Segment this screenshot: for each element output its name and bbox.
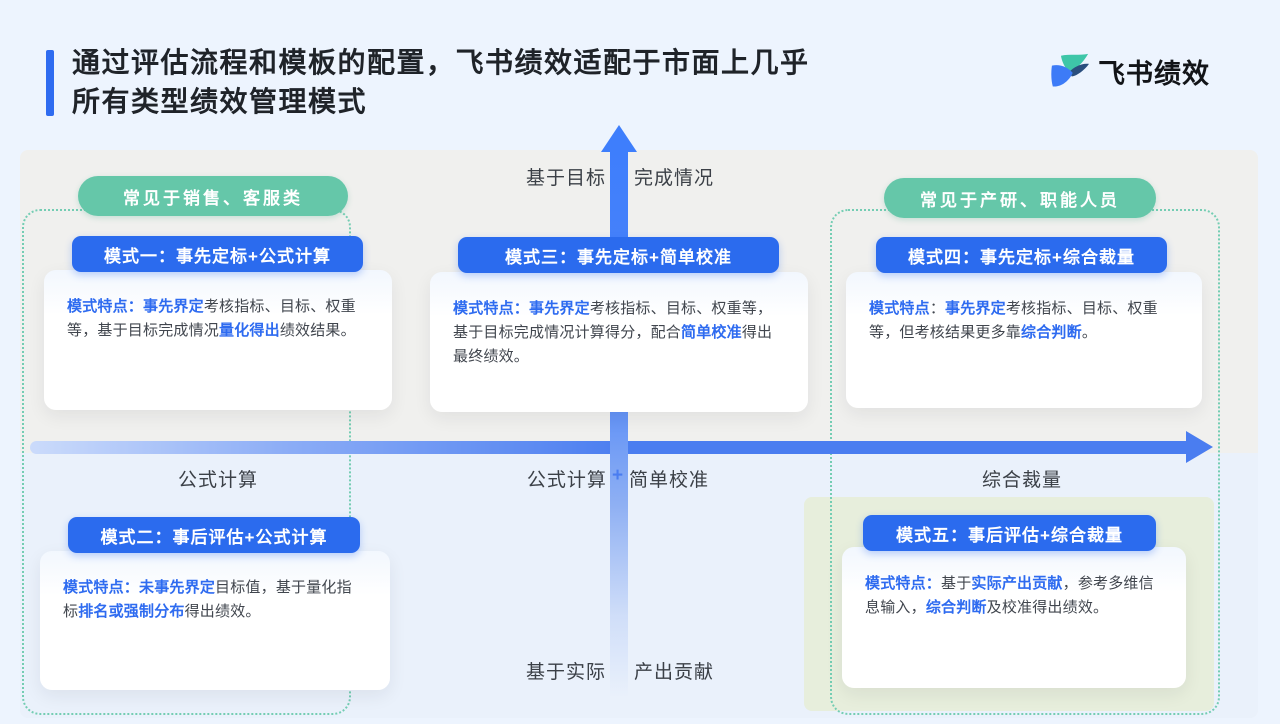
- x-axis-mid-part-a: 公式计算: [526, 470, 607, 491]
- x-axis-label-middle: 公式计算+简单校准: [498, 465, 738, 492]
- mode4-header: 模式四：事先定标+综合裁量: [876, 237, 1167, 273]
- title-line-2: 所有类型绩效管理模式: [72, 86, 368, 117]
- brand-logo-text: 飞书绩效: [1098, 59, 1210, 89]
- x-axis-label-left: 公式计算: [177, 470, 258, 491]
- page-title: 通过评估流程和模板的配置，飞书绩效适配于市面上几乎所有类型绩效管理模式: [72, 43, 810, 121]
- mode3-description: 模式特点：事先界定考核指标、目标、权重等，基于目标完成情况计算得分，配合简单校准…: [453, 300, 773, 365]
- mode3-card: 模式特点：事先界定考核指标、目标、权重等，基于目标完成情况计算得分，配合简单校准…: [430, 272, 808, 412]
- title-line-1: 通过评估流程和模板的配置，飞书绩效适配于市面上几乎: [72, 47, 810, 78]
- brand-logo: 飞书绩效: [1050, 52, 1210, 91]
- x-axis-arrowhead: [1186, 431, 1213, 463]
- x-axis-arrow: [30, 441, 1188, 454]
- feishu-logo-icon: [1051, 53, 1089, 87]
- y-axis-arrowhead: [601, 125, 637, 152]
- mode1-header: 模式一：事先定标+公式计算: [72, 236, 363, 272]
- mode4-card: 模式特点：事先界定考核指标、目标、权重等，但考核结果更多靠综合判断。: [846, 272, 1202, 408]
- mode3-header: 模式三：事先定标+简单校准: [458, 237, 779, 273]
- mode5-header: 模式五：事后评估+综合裁量: [863, 515, 1156, 551]
- mode5-description: 模式特点：基于实际产出贡献，参考多维信息输入，综合判断及校准得出绩效。: [865, 575, 1154, 616]
- y-axis-arrow: [610, 148, 628, 698]
- y-axis-top-label-right: 完成情况: [634, 168, 715, 189]
- mode1-description: 模式特点：事先界定考核指标、目标、权重等，基于目标完成情况量化得出绩效结果。: [67, 298, 356, 339]
- category-pill-sales: 常见于销售、客服类: [78, 176, 348, 216]
- x-axis-mid-plus: +: [611, 465, 625, 486]
- y-axis-bottom-label-right: 产出贡献: [634, 662, 715, 683]
- x-axis-label-right: 综合裁量: [981, 470, 1062, 491]
- y-axis-bottom-label-left: 基于实际: [525, 662, 606, 683]
- y-axis-top-label-left: 基于目标: [525, 168, 606, 189]
- mode1-card: 模式特点：事先界定考核指标、目标、权重等，基于目标完成情况量化得出绩效结果。: [44, 270, 392, 410]
- mode2-header: 模式二：事后评估+公式计算: [68, 517, 360, 553]
- category-pill-rnd: 常见于产研、职能人员: [884, 178, 1156, 218]
- mode2-description: 模式特点：未事先界定目标值，基于量化指标排名或强制分布得出绩效。: [63, 579, 352, 620]
- mode2-card: 模式特点：未事先界定目标值，基于量化指标排名或强制分布得出绩效。: [40, 551, 390, 690]
- title-accent-bar: [46, 50, 54, 116]
- mode4-description: 模式特点：事先界定考核指标、目标、权重等，但考核结果更多靠综合判断。: [869, 300, 1158, 341]
- x-axis-mid-part-b: 简单校准: [629, 470, 710, 491]
- mode5-card: 模式特点：基于实际产出贡献，参考多维信息输入，综合判断及校准得出绩效。: [842, 547, 1186, 688]
